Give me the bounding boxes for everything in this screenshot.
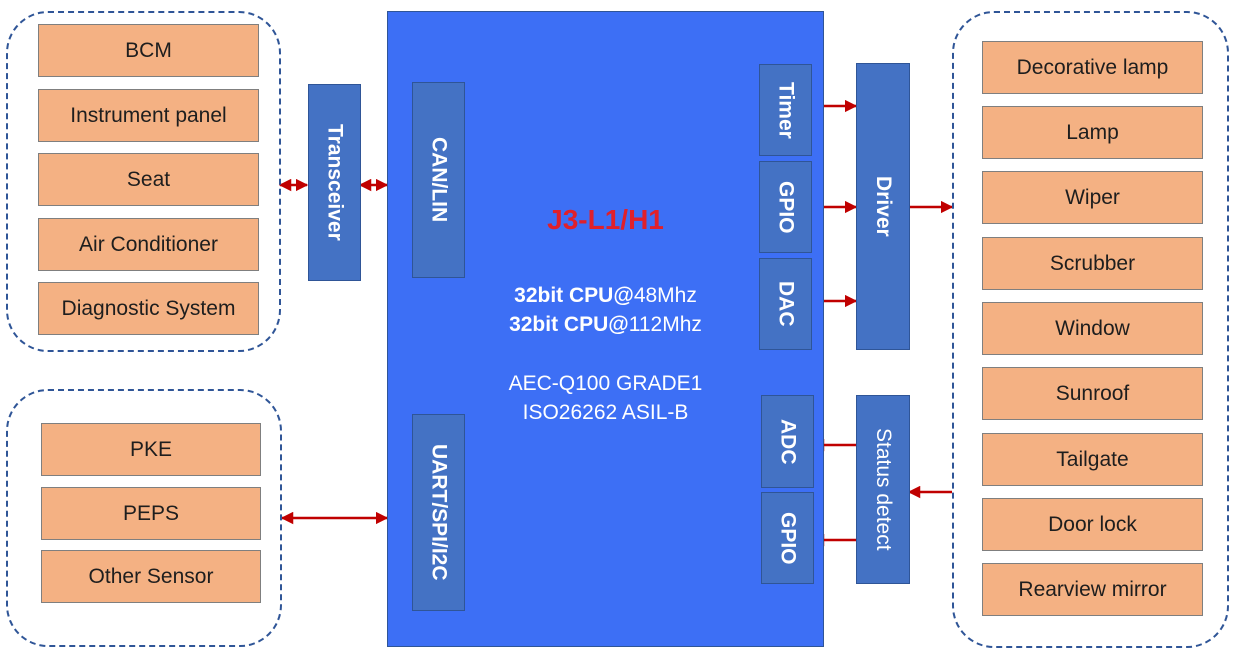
dac-label: DAC: [774, 281, 798, 327]
left-top-group: [6, 11, 281, 352]
module-seat: Seat: [38, 153, 259, 206]
load-tailgate: Tailgate: [982, 433, 1203, 486]
sensor-pke: PKE: [41, 423, 261, 476]
status-detect-label: Status detect: [872, 428, 895, 551]
right-group: [952, 11, 1229, 648]
sensor-peps: PEPS: [41, 487, 261, 540]
dac-interface: DAC: [759, 258, 812, 350]
load-rearview-mirror: Rearview mirror: [982, 563, 1203, 616]
timer-interface: Timer: [759, 64, 812, 156]
cpu-spec-1: 32bit CPU@48Mhz: [387, 281, 824, 311]
gpio-in-interface: GPIO: [761, 492, 814, 584]
transceiver-label: Transceiver: [323, 124, 347, 241]
cpu-spec-1-bold: 32bit CPU@: [514, 284, 634, 307]
module-diagnostic-system: Diagnostic System: [38, 282, 259, 335]
gpio-out-interface: GPIO: [759, 161, 812, 253]
driver-block: Driver: [856, 63, 910, 350]
can-lin-interface: CAN/LIN: [412, 82, 465, 278]
standard-aec: AEC-Q100 GRADE1: [508, 372, 703, 395]
adc-label: ADC: [776, 418, 800, 465]
module-air-conditioner: Air Conditioner: [38, 218, 259, 271]
load-lamp: Lamp: [982, 106, 1203, 159]
load-window: Window: [982, 302, 1203, 355]
standard-iso: ISO26262 ASIL-B: [522, 401, 689, 424]
load-decorative-lamp: Decorative lamp: [982, 41, 1203, 94]
gpio-in-label: GPIO: [776, 511, 800, 565]
load-sunroof: Sunroof: [982, 367, 1203, 420]
cpu-spec-2: 32bit CPU@112Mhz: [387, 310, 824, 340]
load-wiper: Wiper: [982, 171, 1203, 224]
left-bottom-group: [6, 389, 282, 647]
cpu-spec-2-rest: 112Mhz: [628, 313, 702, 336]
transceiver-block: Transceiver: [308, 84, 361, 281]
gpio-out-label: GPIO: [774, 180, 798, 234]
load-scrubber: Scrubber: [982, 237, 1203, 290]
can-lin-label: CAN/LIN: [427, 137, 451, 223]
status-detect-block: Status detect: [856, 395, 910, 584]
module-bcm: BCM: [38, 24, 259, 77]
timer-label: Timer: [774, 81, 798, 139]
mcu-title: J3-L1/H1: [547, 204, 664, 235]
load-door-lock: Door lock: [982, 498, 1203, 551]
sensor-other: Other Sensor: [41, 550, 261, 603]
uart-spi-i2c-label: UART/SPI/I2C: [427, 444, 451, 581]
driver-label: Driver: [872, 176, 895, 237]
adc-interface: ADC: [761, 395, 814, 488]
cpu-spec-1-rest: 48Mhz: [633, 284, 697, 307]
uart-spi-i2c-interface: UART/SPI/I2C: [412, 414, 465, 611]
cpu-spec-2-bold: 32bit CPU@: [509, 313, 629, 336]
module-instrument-panel: Instrument panel: [38, 89, 259, 142]
